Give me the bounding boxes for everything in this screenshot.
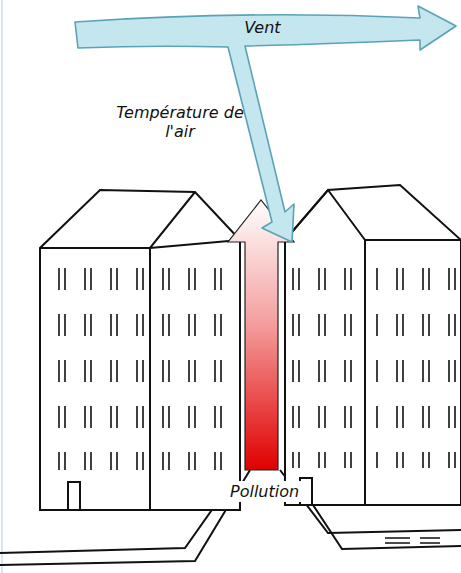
wind-label: Vent	[240, 18, 285, 37]
temperature-arrow	[228, 200, 294, 470]
page-edge	[1, 0, 3, 573]
left-building	[40, 190, 240, 510]
wind-arrow	[75, 6, 456, 242]
temperature-label: Température de l'air	[115, 103, 245, 141]
pollution-label: Pollution	[227, 481, 302, 502]
wind-band: Vent	[240, 18, 285, 39]
right-building	[285, 185, 461, 505]
